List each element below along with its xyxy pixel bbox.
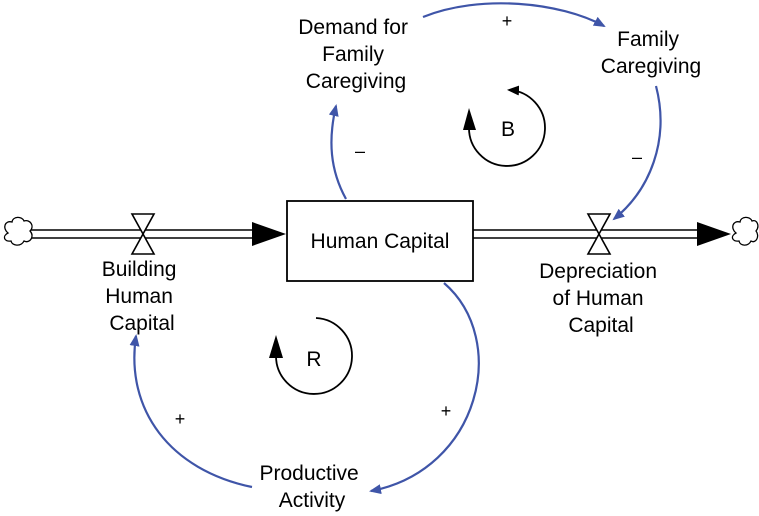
- inflow-label: Building Human Capital: [102, 258, 183, 335]
- productive-activity-label: Productive Activity: [259, 462, 364, 512]
- link-capital-to-activity: [369, 282, 480, 495]
- inflow-label-line: Human: [105, 285, 173, 308]
- outflow-arrowhead: [697, 222, 731, 246]
- variable-label-line: Family: [617, 28, 679, 51]
- inflow-label-line: Capital: [109, 312, 174, 335]
- link-polarity-caregiving-to-depreciation: –: [632, 147, 642, 167]
- reinforcing-loop-label: R: [306, 348, 321, 371]
- link-polarity-capital-to-activity: +: [441, 401, 452, 421]
- stock-label: Human Capital: [311, 230, 450, 253]
- balancing-loop-icon: B: [463, 85, 546, 167]
- link-polarity-capital-to-demand: –: [355, 141, 365, 161]
- variable-label-line: Family: [322, 43, 384, 66]
- sink-cloud-icon: [731, 216, 759, 246]
- outflow-label-line: of Human: [553, 287, 644, 310]
- variable-label-line: Caregiving: [306, 70, 406, 93]
- family-caregiving-label: Family Caregiving: [601, 28, 701, 78]
- demand-for-family-caregiving-label: Demand for Family Caregiving: [298, 16, 414, 93]
- variable-label-line: Demand for: [298, 16, 408, 39]
- variable-label-line: Productive: [259, 462, 358, 485]
- inflow-label-line: Building: [102, 258, 177, 281]
- outflow-label: Depreciation of Human Capital: [539, 260, 663, 337]
- variable-label-line: Activity: [279, 489, 346, 512]
- variable-label-line: Caregiving: [601, 55, 701, 78]
- link-activity-to-building: [129, 334, 253, 489]
- outflow-label-line: Capital: [568, 314, 633, 337]
- outflow-valve-icon: [586, 213, 612, 255]
- inflow-valve-icon: [130, 213, 156, 255]
- link-capital-to-demand: [328, 104, 347, 200]
- inflow-arrowhead: [252, 222, 286, 246]
- outflow-pipe: [473, 222, 731, 246]
- balancing-loop-label: B: [501, 118, 515, 141]
- link-polarity-demand-to-caregiving: +: [502, 11, 513, 31]
- outflow-label-line: Depreciation: [539, 260, 657, 283]
- reinforcing-loop-icon: R: [269, 317, 353, 395]
- link-polarity-activity-to-building: +: [175, 409, 186, 429]
- link-demand-to-caregiving: [422, 2, 606, 27]
- stock-box: [286, 200, 474, 282]
- source-cloud-icon: [3, 216, 33, 246]
- link-caregiving-to-depreciation: [612, 85, 662, 221]
- inflow-pipe: [30, 222, 286, 246]
